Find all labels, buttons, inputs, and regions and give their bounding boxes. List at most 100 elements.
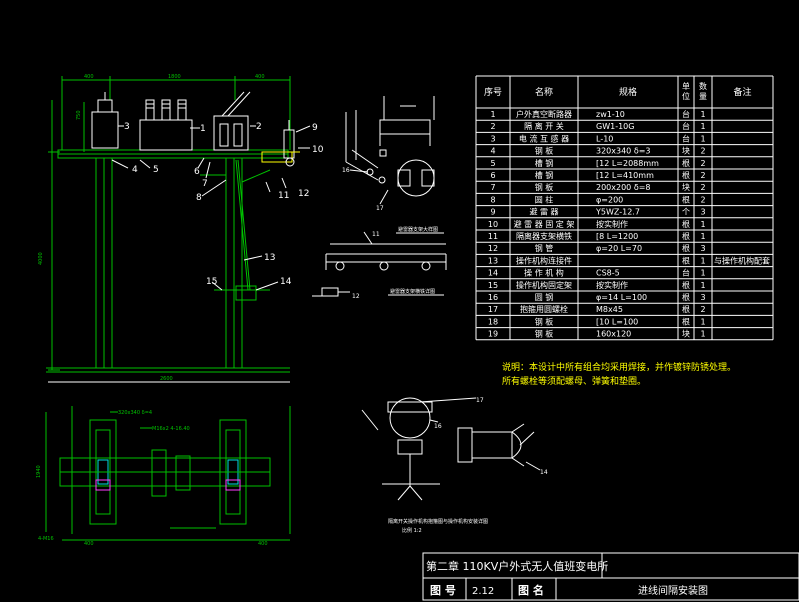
table-cell-r8-c0: 8 (490, 195, 495, 204)
table-cell-r8-c3: 根 (682, 194, 690, 204)
table-cell-r16-c1: 圆 钢 (535, 292, 554, 302)
table-cell-r2-c4: 1 (700, 122, 705, 131)
table-cell-r16-c2: φ=14 L=100 (596, 293, 647, 302)
table-cell-r15-c1: 操作机构固定架 (516, 280, 572, 290)
table-cell-r13-c3: 根 (682, 255, 690, 265)
table-cell-r6-c2: [12 L=410mm (596, 171, 654, 180)
title-figno: 2.12 (472, 586, 494, 597)
table-cell-r12-c0: 12 (488, 244, 498, 253)
title-name: 进线间隔安装图 (638, 584, 708, 597)
table-cell-r8-c1: 圆 柱 (535, 194, 554, 204)
callout-11: 11 (278, 191, 289, 201)
table-cell-r16-c4: 3 (700, 293, 705, 302)
table-cell-r3-c2: L-10 (596, 134, 613, 143)
table-cell-r9-c0: 9 (490, 208, 495, 217)
table-header-1: 名称 (535, 86, 553, 98)
table-cell-r4-c3: 块 (682, 146, 690, 156)
table-cell-r17-c1: 抱箍用圆螺栓 (520, 304, 568, 314)
table-cell-r8-c2: φ=200 (596, 195, 623, 204)
table-cell-r5-c1: 槽 钢 (535, 158, 554, 168)
table-cell-r14-c0: 14 (488, 269, 498, 278)
callout-2: 2 (256, 122, 262, 132)
table-cell-r3-c4: 1 (700, 134, 705, 143)
table-cell-r16-c3: 根 (682, 292, 690, 302)
table-cell-r15-c2: 按实制作 (596, 280, 628, 290)
callout-15: 15 (206, 277, 217, 287)
table-cell-r13-c1: 操作机构连接件 (516, 255, 572, 265)
callout-3: 3 (124, 122, 130, 132)
table-cell-r19-c4: 1 (700, 330, 705, 339)
table-cell-r13-c4: 1 (700, 256, 705, 265)
plan-bolt: 4-M16 (38, 536, 54, 542)
note-line-2: 所有螺栓等须配螺母、弹簧和垫圈。 (502, 375, 646, 387)
plan-note-1: 320x340 δ=4 (118, 410, 152, 416)
table-header-5: 备注 (733, 86, 751, 98)
table-cell-r6-c3: 根 (682, 170, 690, 180)
callout-4: 4 (132, 165, 138, 175)
table-cell-r1-c2: zw1-10 (596, 110, 625, 119)
table-cell-r17-c2: M8x45 (596, 305, 623, 314)
table-cell-r16-c0: 16 (488, 293, 498, 302)
table-cell-r10-c0: 10 (488, 220, 498, 229)
table-cell-r9-c4: 3 (700, 208, 705, 217)
rail-title: 避雷器支架横铁详图 (390, 288, 435, 295)
table-cell-r12-c3: 根 (682, 243, 690, 253)
table-cell-r5-c3: 根 (682, 158, 690, 168)
bottom-scale: 比例 1:2 (402, 527, 422, 534)
table-cell-r2-c1: 隔 离 开 关 (524, 121, 564, 131)
callout-10: 10 (312, 145, 324, 155)
bracket-detail: 16 17 避雷器支架大样图 11 12 避雷器支架横铁详图 (312, 96, 447, 300)
table-cell-r2-c3: 台 (682, 121, 690, 131)
title-chapter: 第二章 110KV户外式无人值班变电所 (426, 559, 608, 573)
bracket-sub: 避雷器支架大样图 (398, 226, 438, 233)
table-cell-r14-c4: 1 (700, 269, 705, 278)
plan-right: 400 (258, 541, 268, 547)
table-cell-r15-c0: 15 (488, 281, 498, 290)
table-cell-r10-c4: 1 (700, 220, 705, 229)
plan-h: 1940 (36, 465, 42, 478)
table-cell-r9-c1: 避 雷 器 (529, 207, 558, 217)
table-cell-r6-c4: 2 (700, 171, 705, 180)
bottom-caption: 隔离开关操作机构抱箍图与操作机构安装详图 (388, 518, 488, 525)
table-cell-r5-c2: [12 L=2088mm (596, 159, 659, 168)
table-cell-r3-c0: 3 (490, 134, 495, 143)
svg-text:17: 17 (476, 397, 484, 404)
table-cell-r7-c4: 2 (700, 183, 705, 192)
table-cell-r3-c1: 电 流 互 感 器 (519, 133, 569, 143)
callout-1: 1 (200, 124, 206, 134)
callout-13: 13 (264, 253, 275, 263)
table-cell-r19-c1: 钢 板 (535, 329, 554, 339)
table-cell-r11-c4: 1 (700, 232, 705, 241)
table-cell-r11-c3: 根 (682, 231, 690, 241)
table-cell-r2-c0: 2 (490, 122, 495, 131)
table-cell-r6-c1: 槽 钢 (535, 170, 554, 180)
table-cell-r1-c4: 1 (700, 110, 705, 119)
table-cell-r10-c1: 避 雷 器 固 定 架 (514, 219, 575, 229)
table-cell-r7-c1: 钢 板 (535, 182, 554, 192)
table-cell-r11-c0: 11 (488, 232, 498, 241)
table-cell-r19-c0: 19 (488, 330, 498, 339)
svg-text:14: 14 (540, 469, 548, 476)
svg-text:17: 17 (376, 205, 384, 212)
table-cell-r12-c4: 3 (700, 244, 705, 253)
table-cell-r8-c4: 2 (700, 195, 705, 204)
table-header-2: 规格 (619, 86, 637, 98)
table-cell-r5-c4: 2 (700, 159, 705, 168)
table-cell-r9-c3: 个 (682, 208, 690, 217)
plan-left: 400 (84, 541, 94, 547)
table-cell-r18-c4: 1 (700, 317, 705, 326)
table-cell-r14-c1: 操 作 机 构 (524, 268, 564, 278)
table-header-4: 数量 (699, 81, 707, 101)
svg-text:16: 16 (342, 167, 350, 174)
plan-note-2: M16x2 4-16.40 (152, 426, 190, 432)
table-cell-r17-c0: 17 (488, 305, 498, 314)
table-cell-r10-c3: 根 (682, 219, 690, 229)
table-cell-r18-c3: 根 (682, 316, 690, 326)
dim-side-mid: 4000 (38, 252, 44, 265)
table-cell-r4-c1: 钢 板 (535, 146, 554, 156)
table-cell-r10-c2: 按实制作 (596, 219, 628, 229)
callout-8: 8 (196, 193, 202, 203)
table-header-3: 单位 (682, 81, 690, 101)
